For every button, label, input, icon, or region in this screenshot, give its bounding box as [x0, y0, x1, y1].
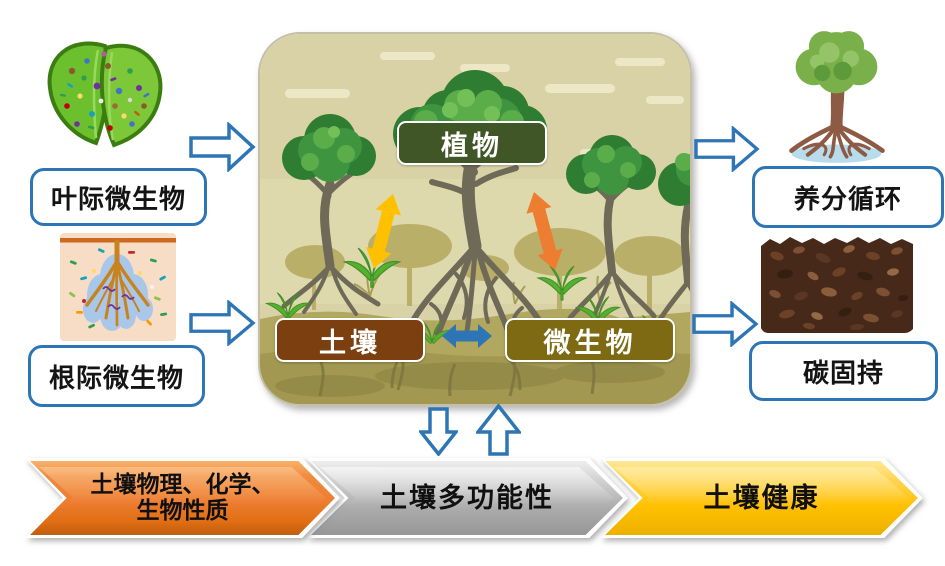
mangrove-tree-icon [789, 31, 885, 163]
arrow-plant-microbe [526, 192, 563, 271]
chevron-soil-properties-text: 土壤物理、化学、 生物性质 [90, 471, 275, 523]
soil-mottles [769, 245, 908, 331]
soil-label: 土壤 [319, 327, 381, 358]
tree-canopy [795, 31, 878, 94]
arrow-ecosystem-to-nutrient-icon [694, 126, 760, 172]
plant-label: 植物 [441, 130, 503, 161]
mangrove-tree-right [566, 135, 657, 328]
soil-texture-icon [761, 237, 913, 333]
rhizosphere-microbes [69, 248, 168, 329]
plant-label-box: 植物 [397, 121, 547, 165]
ecosystem-panel: 植物 土壤 微生物 [258, 32, 692, 406]
nutrient-cycling-label-box: 养分循环 [752, 166, 944, 228]
arrow-ecosystem-to-carbon-icon [692, 301, 759, 347]
chevron-soil-multifunctionality-text: 土壤多功能性 [380, 482, 554, 513]
root-with-microbes-icon [60, 233, 176, 341]
rhizosphere-label: 根际微生物 [48, 362, 184, 393]
leaf-with-microbes-icon [47, 41, 163, 148]
rhizosphere-label-box: 根际微生物 [28, 345, 205, 407]
arrow-plant-soil [366, 194, 401, 269]
arrow-phyllosphere-to-ecosystem-icon [189, 122, 256, 172]
chevron-soil-health: 土壤健康 [600, 458, 923, 538]
arrow-rhizosphere-to-ecosystem-icon [189, 300, 256, 346]
arrow-soil-microbe [442, 324, 492, 348]
stilt-roots [789, 122, 885, 159]
chevron-soil-health-text: 土壤健康 [703, 482, 820, 513]
arrow-up-icon [476, 404, 521, 456]
soil-label-box: 土壤 [275, 318, 425, 362]
phyllosphere-label: 叶际微生物 [50, 183, 186, 214]
nutrient-cycling-label: 养分循环 [793, 183, 902, 214]
arrow-down-icon [419, 407, 458, 456]
microbe-label-box: 微生物 [505, 318, 675, 362]
microbe-label: 微生物 [543, 327, 637, 358]
mangrove-tree-left [281, 114, 381, 316]
chevron-soil-multifunctionality: 土壤多功能性 [306, 458, 628, 538]
chevron-soil-properties: 土壤物理、化学、 生物性质 [25, 458, 340, 538]
root-branches [85, 239, 150, 327]
microbe-dots [59, 51, 150, 131]
carbon-sequestration-label-box: 碳固持 [749, 341, 938, 401]
phyllosphere-label-box: 叶际微生物 [30, 168, 207, 226]
carbon-sequestration-label: 碳固持 [802, 357, 884, 388]
